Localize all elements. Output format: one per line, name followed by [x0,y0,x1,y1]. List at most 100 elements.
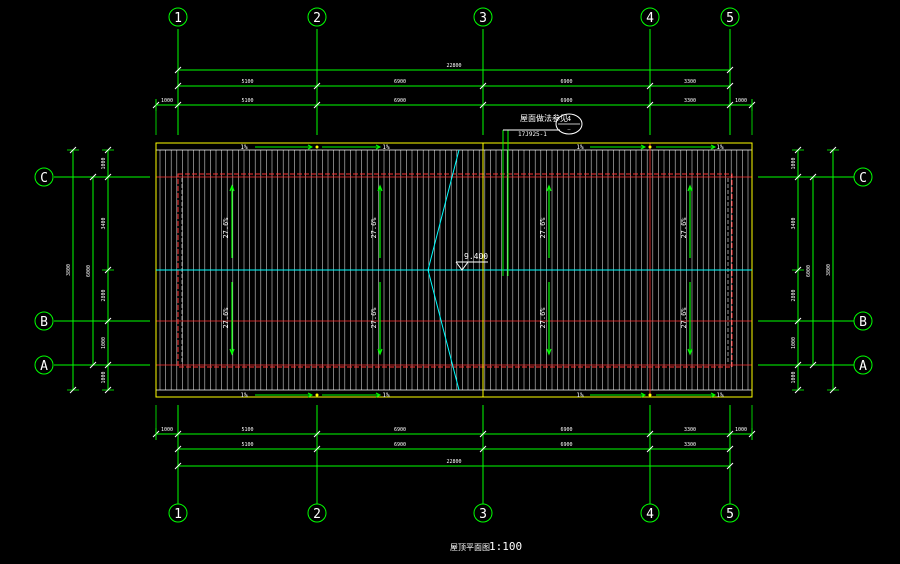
axis-bubble-1-bottom [168,503,188,523]
dim-bottom-detail-label: 6900 [394,427,406,433]
dim-top-axes-tick [479,82,487,90]
dim-left-detail-label: 1000 [101,337,107,349]
axis-bubble-2 [307,7,327,27]
roof-slope-label: 27.6% [680,217,688,239]
dim-bottom-detail-tick [479,430,487,438]
dim-top-detail-label: 1000 [161,98,173,104]
dim-left-detail-label: 1000 [101,371,107,383]
dim-top-axes-label: 6900 [560,79,572,85]
dim-top-axes-label: 6900 [394,79,406,85]
axis-bubble-4-bottom [640,503,660,523]
dim-left-detail-label: 1000 [101,157,107,169]
horizontal-axis-group: C C B B A A [34,167,873,375]
axis-label-A-right: A [859,359,867,374]
rain-outlet-bottom [648,393,652,397]
dim-left-mid-label: 6000 [86,265,92,277]
axis-bubble-B-right [853,311,873,331]
axis-label-A-left: A [40,359,48,374]
dim-top-detail-tick [479,101,487,109]
dim-bottom-axes-label: 6900 [394,442,406,448]
dim-left-detail-tick [104,361,112,369]
axis-label-1-bottom: 1 [174,507,182,522]
axis-label-5: 5 [726,11,734,26]
axis-label-B-right: B [859,315,867,330]
dim-right-detail-tick [794,173,802,181]
roof-slope-label: 27.6% [539,217,547,239]
dim-top-detail-tick [313,101,321,109]
dim-right-total-label: 3800 [826,264,832,276]
dim-bottom-axes-tick [646,445,654,453]
slope-arrow-down-2-head [546,348,552,356]
roof-slope-label: 27.6% [680,307,688,329]
axis-bubble-A-right [853,355,873,375]
axis-bubble-3 [473,7,493,27]
dim-right-mid-tick [809,361,817,369]
axis-label-1: 1 [174,11,182,26]
ridge-elevation-mark: 9.400 [455,252,488,271]
axis-bubble-5-bottom [720,503,740,523]
slope-label-top: 1% [716,144,724,151]
dim-top-axes-tick [726,82,734,90]
axis-bubble-A-left [34,355,54,375]
dim-right-mid-label: 6000 [806,265,812,277]
dim-right-detail-tick [794,266,802,274]
axis-bubble-3-bottom [473,503,493,523]
dim-right-detail-label: 1000 [791,371,797,383]
dim-right-detail-tick [794,361,802,369]
dim-right-detail-tick [794,317,802,325]
dim-right-total-tick [829,386,837,394]
slope-arrow-bottom-4-head [710,392,717,398]
axis-label-C-left: C [40,171,48,186]
dim-right-detail-tick [794,386,802,394]
slope-label-top: 1% [240,144,248,151]
roof-slope-label: 27.6% [222,307,230,329]
rain-outlet-top [648,145,652,149]
dim-right-detail-label: 3400 [791,217,797,229]
axis-label-C-right: C [859,171,867,186]
dim-bottom-detail-tick [726,430,734,438]
dim-left-total-tick [69,146,77,154]
roof-slope-label: 27.6% [222,217,230,239]
dim-top-detail-label: 6900 [394,98,406,104]
slope-arrow-top-3-head [640,144,647,150]
dim-top-total-label: 22800 [446,63,461,69]
axis-label-B-left: B [40,315,48,330]
dim-top-detail-tick [174,101,182,109]
dim-left-detail-tick [104,386,112,394]
callout-number: 4 [567,115,571,123]
dim-bottom-axes-tick [726,445,734,453]
slope-arrow-up-1-head [377,184,383,192]
drawing-title: 屋顶平面图 [450,543,490,552]
dim-left-total-tick [69,386,77,394]
dim-bottom-detail-label: 6900 [560,427,572,433]
slope-arrow-up-3-head [687,184,693,192]
axis-label-4-bottom: 4 [646,507,654,522]
dim-left-detail-tick [104,173,112,181]
dim-bottom-detail-label: 1000 [735,427,747,433]
dim-top-axes-label: 3300 [684,79,696,85]
dim-top-total-tick [726,66,734,74]
dim-bottom-axes-tick [174,445,182,453]
callout-circle [555,113,583,135]
dim-bottom-detail-tick [174,430,182,438]
drawing-scale: 1:100 [489,540,522,553]
slope-label-bottom: 1% [240,392,248,399]
dim-bottom-total-label: 22800 [446,459,461,465]
axis-label-3-bottom: 3 [479,507,487,522]
dim-bottom-detail-tick [646,430,654,438]
axis-bubble-C-right [853,167,873,187]
dim-bottom-axes-label: 5100 [241,442,253,448]
callout-ref: 17J925-1 [518,131,547,138]
slope-arrow-down-3-head [687,348,693,356]
dim-top-total-tick [174,66,182,74]
slope-label-top: 1% [576,144,584,151]
slope-label-bottom: 1% [716,392,724,399]
dim-bottom-axes-label: 6900 [560,442,572,448]
dim-bottom-total-tick [174,462,182,470]
slope-arrow-bottom-3-head [640,392,647,398]
slope-label-bottom: 1% [576,392,584,399]
dim-top-detail-tick [726,101,734,109]
